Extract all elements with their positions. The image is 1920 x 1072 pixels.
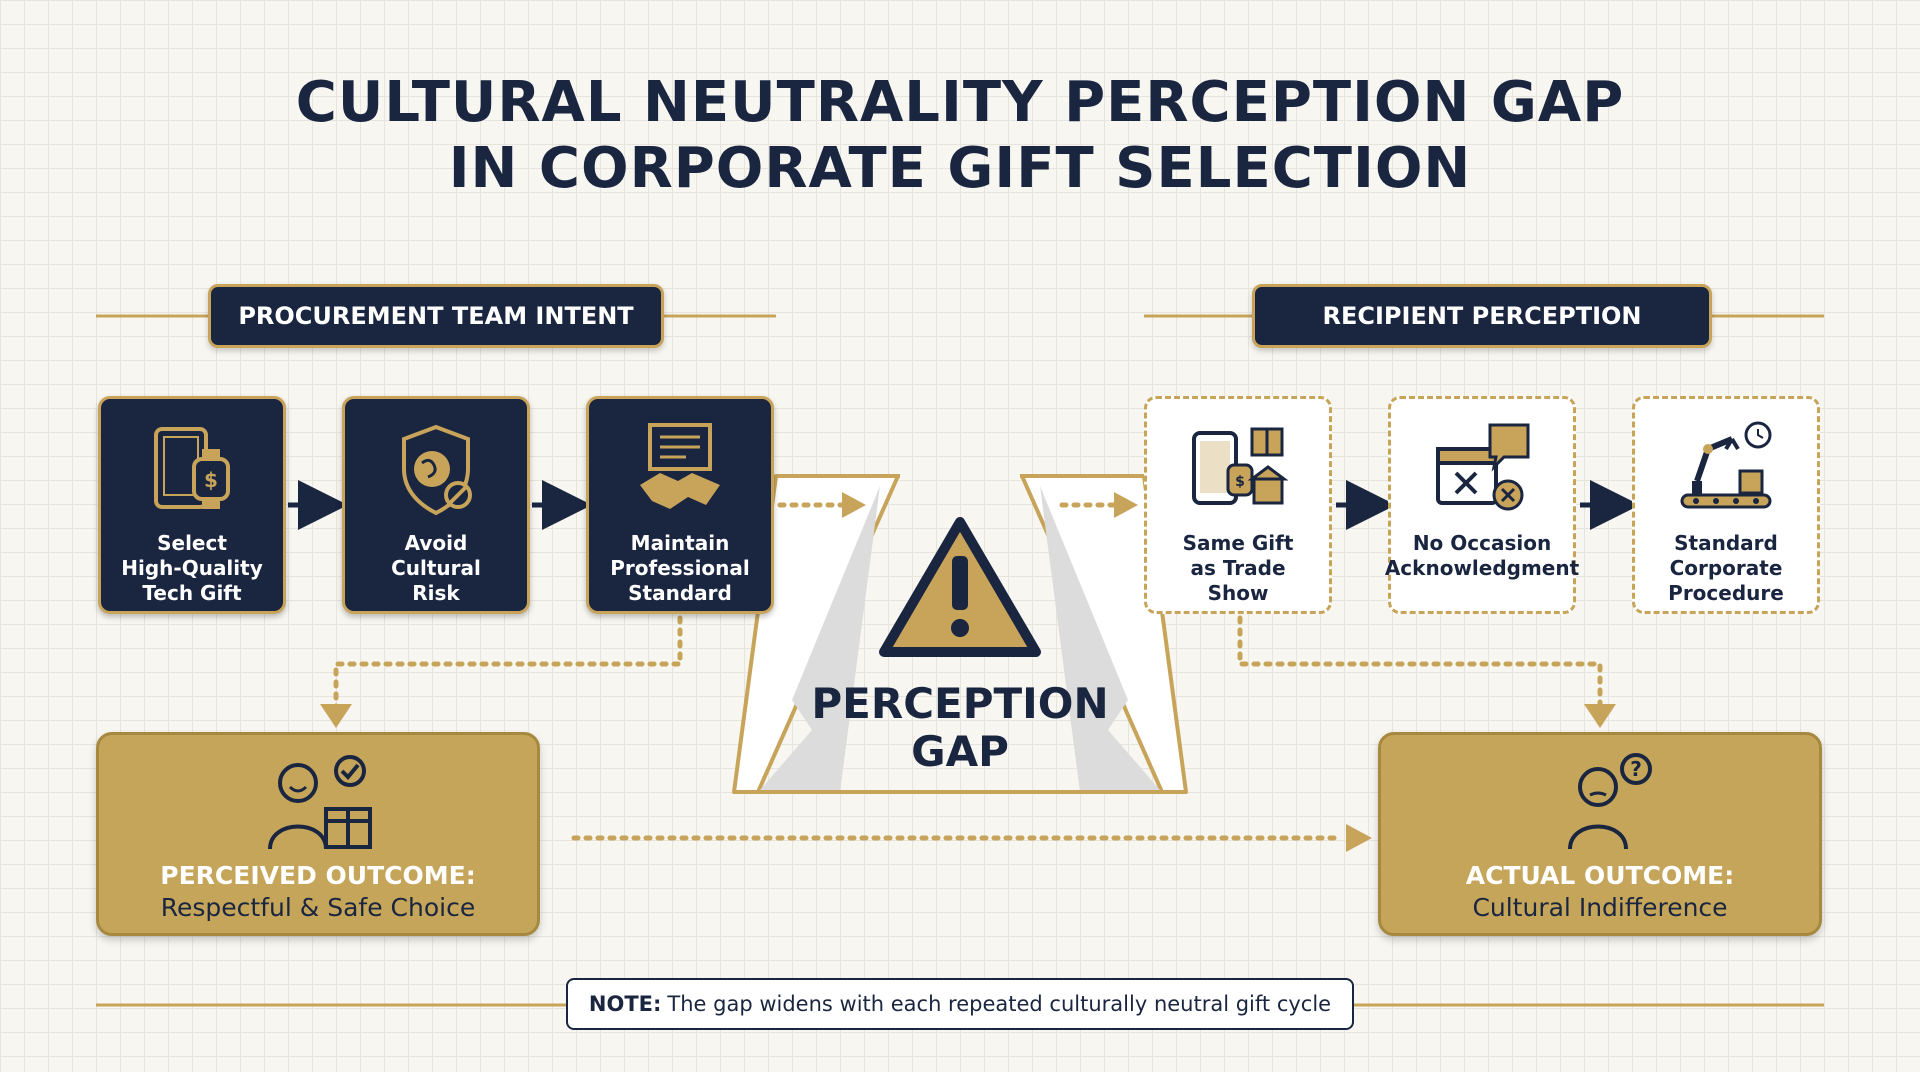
gap-label-line-2: GAP bbox=[911, 727, 1009, 776]
step-card-select-tech-gift: $ Select High-Quality Tech Gift bbox=[98, 396, 286, 614]
step-card-no-occasion: No Occasion Acknowledgment bbox=[1385, 396, 1579, 614]
step-label: Standard Corporate Procedure bbox=[1668, 531, 1784, 605]
step-label: Same Gift as Trade Show bbox=[1182, 531, 1294, 605]
tablet-watch-dollar-icon: $ bbox=[154, 427, 230, 509]
actual-outcome-heading: ACTUAL OUTCOME: bbox=[1465, 861, 1735, 890]
left-section-header-text: PROCUREMENT TEAM INTENT bbox=[238, 302, 634, 330]
note-box: NOTE: The gap widens with each repeated … bbox=[566, 978, 1354, 1030]
step-label: Select High-Quality Tech Gift bbox=[121, 531, 263, 605]
svg-text:$: $ bbox=[204, 468, 218, 492]
gap-label-line-1: PERCEPTION bbox=[811, 679, 1109, 728]
dotted-arrow-to-actual bbox=[1237, 615, 1603, 711]
step-label: Avoid Cultural Risk bbox=[391, 531, 481, 605]
step-card-avoid-cultural-risk: Avoid Cultural Risk bbox=[342, 396, 530, 614]
right-section-header: RECIPIENT PERCEPTION bbox=[1252, 284, 1712, 348]
tablet-gift-booth-icon: $ bbox=[1192, 427, 1288, 505]
step-card-same-gift: $ Same Gift as Trade Show bbox=[1144, 396, 1332, 614]
actual-outcome-text: Cultural Indifference bbox=[1472, 893, 1728, 922]
title-line-1: CULTURAL NEUTRALITY PERCEPTION GAP bbox=[295, 70, 1625, 135]
perceived-outcome-box: PERCEIVED OUTCOME: Respectful & Safe Cho… bbox=[96, 732, 540, 936]
step-card-maintain-standard: Maintain Professional Standard bbox=[586, 396, 774, 614]
calendar-x-chat-icon bbox=[1436, 423, 1530, 511]
page-title: CULTURAL NEUTRALITY PERCEPTION GAP IN CO… bbox=[0, 70, 1920, 202]
step-label: No Occasion Acknowledgment bbox=[1384, 531, 1580, 580]
happy-person-gift-check-icon bbox=[268, 755, 372, 850]
svg-text:$: $ bbox=[1235, 474, 1245, 490]
svg-text:?: ? bbox=[1630, 757, 1642, 781]
note-text: The gap widens with each repeated cultur… bbox=[667, 992, 1332, 1016]
confused-person-question-icon: ? bbox=[1568, 753, 1652, 850]
step-label: Maintain Professional Standard bbox=[610, 531, 750, 605]
dotted-arrow-to-perceived bbox=[333, 615, 683, 711]
perceived-outcome-text: Respectful & Safe Choice bbox=[160, 893, 476, 922]
perception-gap-label: PERCEPTION GAP bbox=[800, 680, 1120, 776]
step-card-standard-procedure: Standard Corporate Procedure bbox=[1632, 396, 1820, 614]
actual-outcome-box: ? ACTUAL OUTCOME: Cultural Indifference bbox=[1378, 732, 1822, 936]
right-section-header-text: RECIPIENT PERCEPTION bbox=[1322, 302, 1642, 330]
title-line-2: IN CORPORATE GIFT SELECTION bbox=[448, 136, 1472, 201]
note-label: NOTE: bbox=[588, 992, 662, 1016]
robot-arm-conveyor-icon bbox=[1680, 421, 1772, 509]
shield-globe-icon bbox=[402, 424, 472, 516]
handshake-certificate-icon bbox=[640, 423, 720, 509]
warning-triangle-icon bbox=[879, 517, 1041, 657]
left-section-header: PROCUREMENT TEAM INTENT bbox=[208, 284, 664, 348]
perceived-outcome-heading: PERCEIVED OUTCOME: bbox=[160, 861, 476, 890]
